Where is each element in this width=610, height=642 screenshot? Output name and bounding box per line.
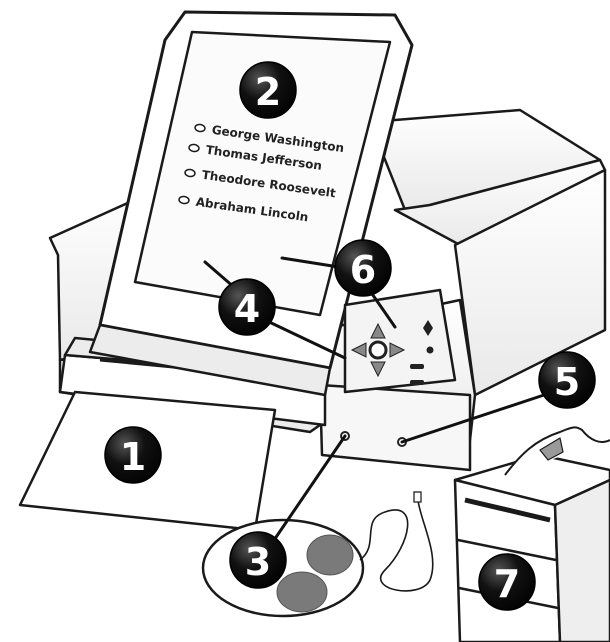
svg-text:4: 4 [234,287,260,331]
callout-badge-4: 4 [219,279,275,335]
pedal-button[interactable] [277,572,327,612]
keypad-panel [345,290,455,392]
radio-bubble-icon[interactable] [179,196,190,204]
ballot-box [455,427,610,642]
radio-bubble-icon[interactable] [189,144,200,152]
select-button[interactable] [370,342,386,358]
svg-text:3: 3 [245,540,271,584]
round-key-icon[interactable] [427,347,434,354]
keypad-bar-button[interactable] [410,364,424,369]
svg-text:2: 2 [255,70,281,114]
callout-badge-1: 1 [105,427,161,483]
svg-text:1: 1 [120,435,146,479]
radio-bubble-icon[interactable] [185,169,196,177]
callout-badge-3: 3 [230,532,286,588]
callout-badge-2: 2 [240,62,296,118]
svg-text:7: 7 [494,562,520,606]
radio-bubble-icon[interactable] [195,124,206,132]
callout-badge-6: 6 [335,240,391,296]
pedal-button[interactable] [307,535,353,575]
svg-text:6: 6 [350,248,376,292]
svg-text:5: 5 [554,360,580,404]
keypad-bar-button[interactable] [410,380,424,385]
callout-badge-5: 5 [539,352,595,408]
callout-badge-7: 7 [479,554,535,610]
